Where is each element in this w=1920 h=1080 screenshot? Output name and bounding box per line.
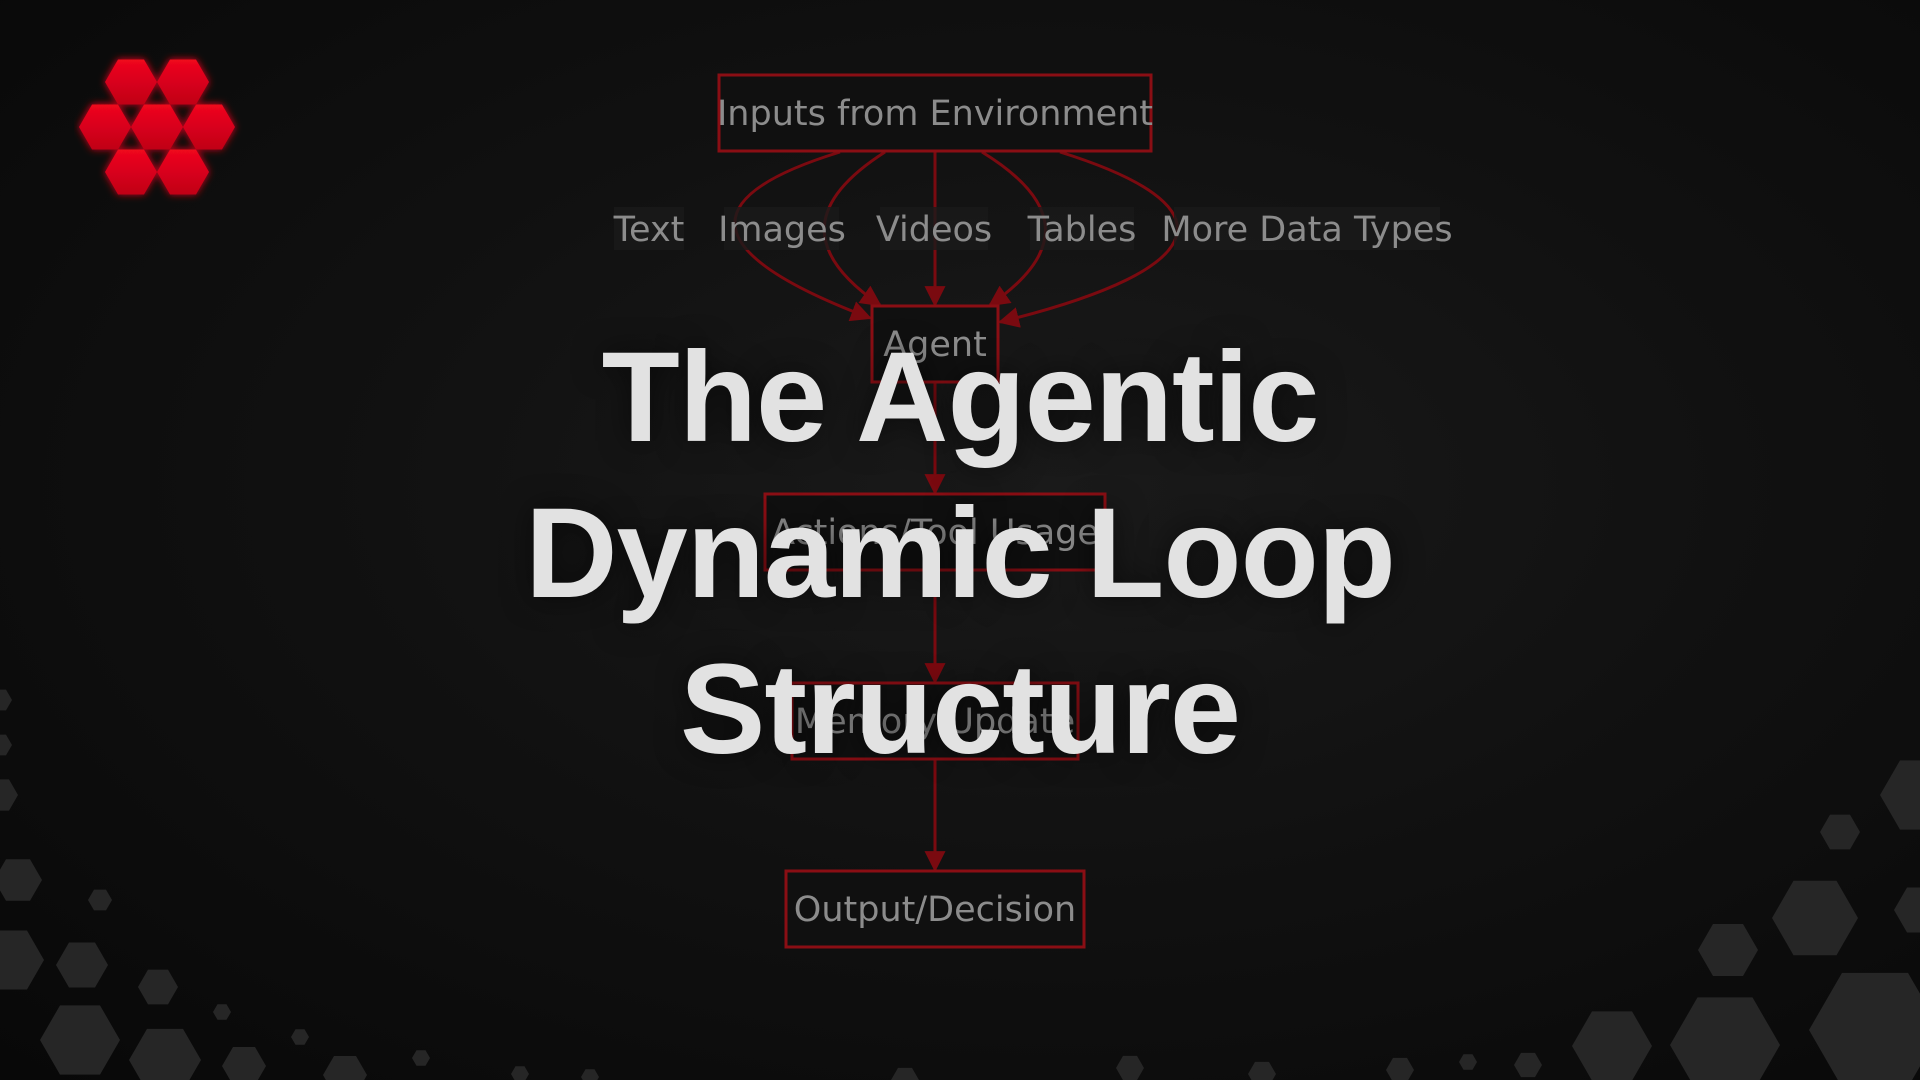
node-memory-update: Memory Update (790, 681, 1080, 761)
node-agent: Agent (870, 304, 1000, 384)
title-line-3: Structure (680, 638, 1241, 781)
edge-label-videos: Videos (876, 210, 992, 250)
node-output-decision: Output/Decision (784, 869, 1086, 949)
node-actions-tool-usage: Actions/Tool Usage (763, 492, 1107, 572)
edge-labels: Text Images Videos Tables More Data Type… (613, 207, 1453, 250)
svg-text:Output/Decision: Output/Decision (794, 890, 1076, 930)
edge-label-text: Text (613, 210, 685, 250)
svg-text:Actions/Tool Usage: Actions/Tool Usage (771, 513, 1099, 553)
title-line-2: Dynamic Loop (525, 482, 1396, 625)
slide-title: The Agentic Dynamic Loop Structure (0, 320, 1920, 788)
edge-label-images: Images (718, 210, 846, 250)
svg-text:Inputs from Environment: Inputs from Environment (717, 94, 1153, 134)
edge-label-more-data-types: More Data Types (1161, 210, 1452, 250)
title-line-1: The Agentic (601, 326, 1320, 469)
edge-label-tables: Tables (1027, 210, 1137, 250)
node-inputs-from-environment: Inputs from Environment (717, 73, 1153, 153)
svg-text:Agent: Agent (883, 325, 987, 365)
svg-text:Memory Update: Memory Update (795, 702, 1075, 742)
